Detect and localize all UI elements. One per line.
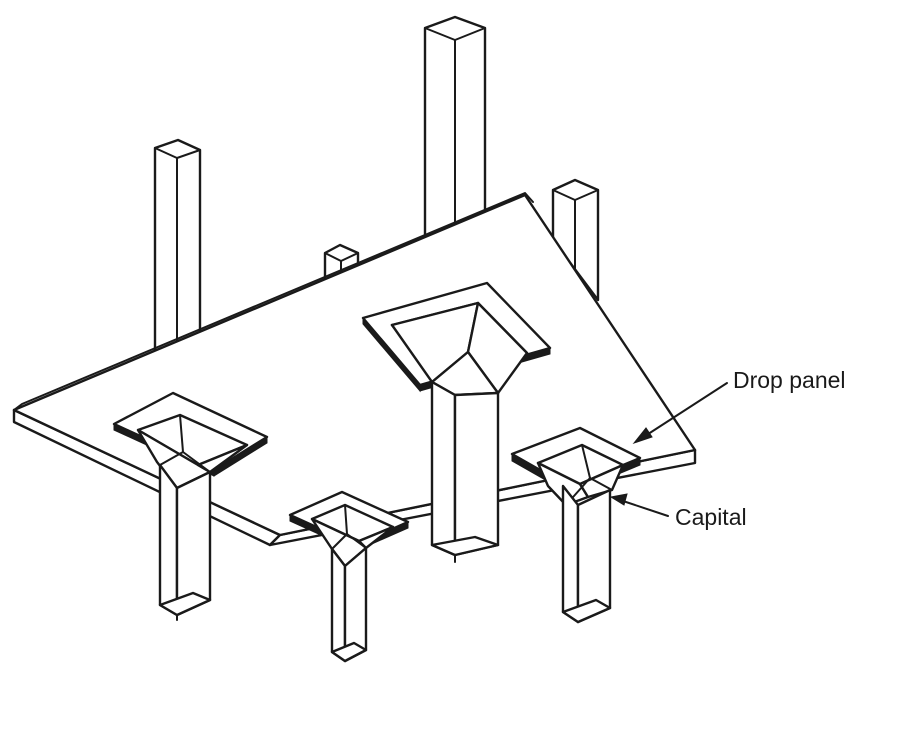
column-assembly-center <box>361 281 552 563</box>
upper-column-center <box>423 15 487 260</box>
capital-label: Capital <box>675 504 747 530</box>
column-assembly-left <box>112 391 269 621</box>
column-assembly-right <box>510 426 642 624</box>
upper-column-back <box>323 243 360 282</box>
column-assembly-front <box>288 490 410 663</box>
capital-arrow <box>609 493 669 517</box>
upper-column-left <box>153 138 202 354</box>
upper-column-right <box>551 178 600 302</box>
drop-panel-label: Drop panel <box>733 367 846 393</box>
drop-panel-arrow <box>632 382 728 445</box>
